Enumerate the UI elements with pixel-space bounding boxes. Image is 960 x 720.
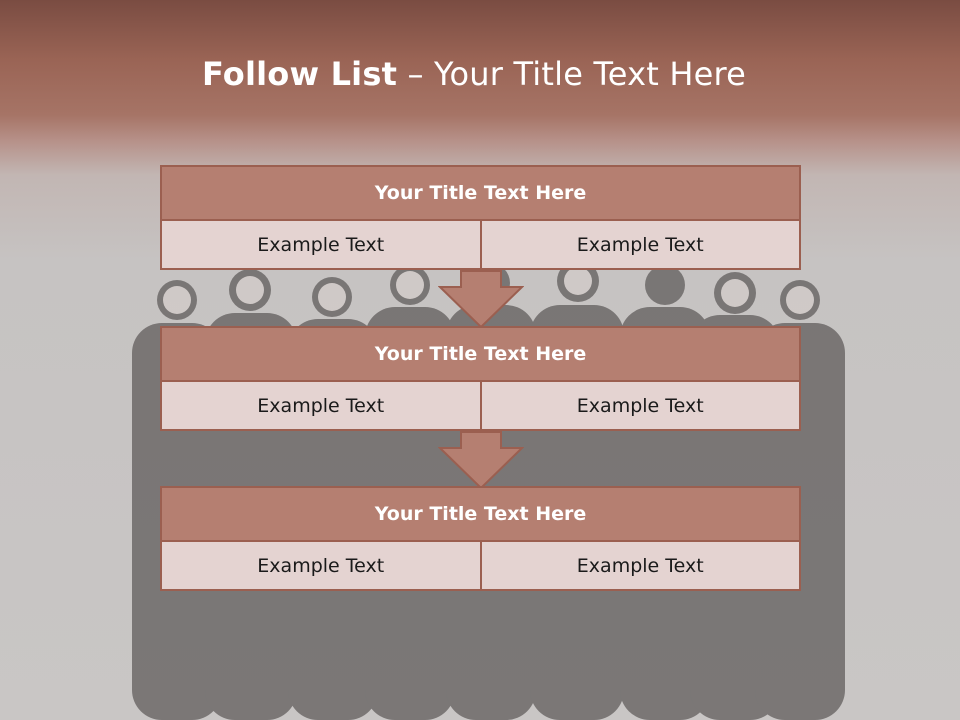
list-block-3: Your Title Text Here Example Text Exampl… [160, 486, 801, 591]
block-row: Example Text Example Text [160, 542, 801, 591]
down-arrow-icon [438, 270, 524, 329]
block-title: Your Title Text Here [160, 326, 801, 382]
block-cell-right: Example Text [481, 221, 801, 270]
down-arrow-icon [438, 431, 524, 490]
block-row: Example Text Example Text [160, 382, 801, 431]
slide-title-bold: Follow List [202, 55, 398, 93]
block-cell-left: Example Text [160, 382, 482, 431]
block-row: Example Text Example Text [160, 221, 801, 270]
block-cell-left: Example Text [160, 542, 482, 591]
list-block-1: Your Title Text Here Example Text Exampl… [160, 165, 801, 270]
slide-title: Follow List – Your Title Text Here [202, 55, 746, 93]
block-title: Your Title Text Here [160, 486, 801, 542]
block-cell-left: Example Text [160, 221, 482, 270]
list-block-2: Your Title Text Here Example Text Exampl… [160, 326, 801, 431]
slide-title-rest: – Your Title Text Here [397, 55, 747, 93]
block-cell-right: Example Text [481, 542, 801, 591]
block-title: Your Title Text Here [160, 165, 801, 221]
block-cell-right: Example Text [481, 382, 801, 431]
